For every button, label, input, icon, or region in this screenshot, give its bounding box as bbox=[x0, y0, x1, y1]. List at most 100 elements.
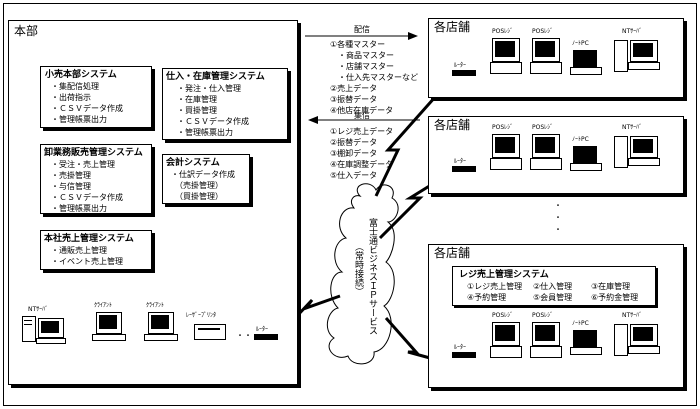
kouri-system-title: 小売本部システム bbox=[45, 70, 117, 80]
haishin-item: ・商品マスター bbox=[338, 51, 394, 60]
regi-item: ④予約管理 bbox=[467, 293, 507, 302]
haishin-item: ③振替データ bbox=[330, 95, 378, 104]
oroshi-item: ・受注・売上管理 bbox=[51, 160, 115, 169]
honbu-nt-server-label: NTｻｰﾊﾞ bbox=[28, 306, 49, 313]
server-tower-icon bbox=[22, 316, 36, 342]
store-2-pos-1-label: POSﾚｼﾞ bbox=[492, 124, 514, 131]
kouri-system-box: 小売本部システム ・集配信処理 ・出荷指示 ・ＣＳＶデータ作成 ・管理帳票出力 bbox=[40, 66, 152, 128]
shushin-item: ①レジ売上データ bbox=[330, 127, 394, 136]
store-2-nt-server: NTｻｰﾊﾞ bbox=[614, 124, 664, 174]
kaikei-item: （売掛管理） bbox=[175, 181, 223, 190]
shushin-item: ②振替データ bbox=[330, 138, 378, 147]
shiire-system-title: 仕入・在庫管理システム bbox=[166, 72, 265, 82]
store-3-nt-server: NTｻｰﾊﾞ bbox=[614, 312, 664, 360]
router-icon bbox=[254, 334, 278, 340]
regi-item: ①レジ売上管理 bbox=[467, 282, 523, 291]
server-tower-icon bbox=[614, 40, 628, 72]
network-line1: 富士通ビジネスＩＰサービス bbox=[367, 218, 377, 335]
oroshi-system-title: 卸業務販売管理システム bbox=[44, 148, 143, 158]
honbu-client-2-label: ｸﾗｲｱﾝﾄ bbox=[146, 302, 165, 309]
shiire-item: ・在庫管理 bbox=[177, 95, 217, 104]
shiire-item: ・発注・仕入管理 bbox=[177, 84, 241, 93]
honbu-router: ﾙｰﾀｰ bbox=[254, 326, 280, 342]
store-3-router: ﾙｰﾀｰ bbox=[452, 344, 480, 360]
haishin-item: ・仕入先マスターなど bbox=[338, 73, 418, 82]
honsha-system-title: 本社売上管理システム bbox=[44, 234, 134, 244]
regi-item: ⑤会員管理 bbox=[533, 293, 573, 302]
store-1-nt-label: NTｻｰﾊﾞ bbox=[622, 28, 643, 35]
shiire-system-box: 仕入・在庫管理システム ・発注・仕入管理 ・在庫管理 ・買掛管理 ・ＣＳＶデータ… bbox=[162, 68, 288, 140]
network-cloud bbox=[326, 183, 399, 365]
laptop-icon bbox=[573, 330, 597, 348]
store-1-pos-2-label: POSﾚｼﾞ bbox=[532, 28, 554, 35]
kouri-item: ・ＣＳＶデータ作成 bbox=[51, 104, 123, 113]
router-icon bbox=[452, 352, 476, 358]
printer-icon bbox=[194, 324, 226, 340]
shushin-list: ①レジ売上データ ②振替データ ③棚卸データ ④在庫調整データ ⑤仕入データ bbox=[330, 126, 393, 181]
router-icon bbox=[452, 166, 476, 172]
shushin-title: 集信 bbox=[354, 111, 370, 120]
store-1-router: ﾙｰﾀｰ bbox=[452, 62, 480, 78]
store-vdots: ・ ・ ・ bbox=[554, 201, 562, 234]
network-label: 富士通ビジネスＩＰサービス （常時接続） bbox=[340, 218, 390, 350]
store-2-notepc: ﾉｰﾄPC bbox=[570, 136, 602, 174]
shushin-item: ⑤仕入データ bbox=[330, 171, 378, 180]
store-3-pos-2-label: POSﾚｼﾞ bbox=[532, 312, 554, 319]
laser-printer-label: ﾚｰｻﾞｰﾌﾟﾘﾝﾀ bbox=[186, 312, 217, 319]
outer-frame bbox=[3, 3, 697, 406]
store-3-pos-1-label: POSﾚｼﾞ bbox=[492, 312, 514, 319]
honbu-client-1: ｸﾗｲｱﾝﾄ bbox=[92, 302, 132, 344]
store-2-pos-2: POSﾚｼﾞ bbox=[530, 124, 564, 174]
store-3-pos-1: POSﾚｼﾞ bbox=[490, 312, 524, 360]
store-2-notepc-label: ﾉｰﾄPC bbox=[572, 136, 589, 143]
haishin-list: ①各種マスター ・商品マスター ・店舗マスター ・仕入先マスターなど ②売上デー… bbox=[330, 39, 418, 116]
honbu-title: 本部 bbox=[14, 24, 39, 38]
regi-item: ③在庫管理 bbox=[591, 282, 631, 291]
laptop-icon bbox=[573, 50, 597, 68]
store-1-pos-1: POSﾚｼﾞ bbox=[490, 28, 524, 78]
haishin-item: ④他店在庫データ bbox=[330, 106, 394, 115]
store-2-pos-1: POSﾚｼﾞ bbox=[490, 124, 524, 174]
honbu-laser-printer: ﾚｰｻﾞｰﾌﾟﾘﾝﾀ bbox=[186, 312, 236, 344]
kouri-item: ・管理帳票出力 bbox=[51, 115, 107, 124]
store-1-title: 各店舗 bbox=[434, 20, 471, 34]
store-1-router-label: ﾙｰﾀｰ bbox=[454, 62, 467, 69]
kaikei-system-title: 会計システム bbox=[166, 158, 220, 168]
store-3-router-label: ﾙｰﾀｰ bbox=[454, 344, 467, 351]
shushin-item: ④在庫調整データ bbox=[330, 160, 394, 169]
server-tower-icon bbox=[614, 324, 628, 356]
oroshi-item: ・管理帳票出力 bbox=[51, 204, 107, 213]
oroshi-item: ・ＣＳＶデータ作成 bbox=[51, 193, 123, 202]
shiire-item: ・ＣＳＶデータ作成 bbox=[177, 117, 249, 126]
store-2-title: 各店舗 bbox=[434, 118, 471, 132]
regi-item: ②仕入管理 bbox=[533, 282, 573, 291]
store-1-notepc-label: ﾉｰﾄPC bbox=[572, 40, 589, 47]
honsha-item: ・イベント売上管理 bbox=[51, 257, 123, 266]
oroshi-item: ・売掛管理 bbox=[51, 171, 91, 180]
shiire-item: ・管理帳票出力 bbox=[177, 128, 233, 137]
store-1-nt-server: NTｻｰﾊﾞ bbox=[614, 28, 664, 78]
store-1-notepc: ﾉｰﾄPC bbox=[570, 40, 602, 78]
kaikei-item: ・仕訳データ作成 bbox=[171, 170, 235, 179]
store-2-pos-2-label: POSﾚｼﾞ bbox=[532, 124, 554, 131]
honbu-client-2: ｸﾗｲｱﾝﾄ bbox=[144, 302, 184, 344]
honbu-router-label: ﾙｰﾀｰ bbox=[256, 326, 269, 333]
regi-system-title: レジ売上管理システム bbox=[459, 270, 549, 280]
haishin-item: ・店舗マスター bbox=[338, 62, 394, 71]
store-3-title: 各店舗 bbox=[434, 246, 471, 260]
network-line2: （常時接続） bbox=[353, 242, 363, 296]
honbu-client-1-label: ｸﾗｲｱﾝﾄ bbox=[94, 302, 113, 309]
server-tower-icon bbox=[614, 136, 628, 168]
kaikei-item: （買掛管理） bbox=[175, 192, 223, 201]
store-2-router: ﾙｰﾀｰ bbox=[452, 158, 480, 174]
store-1-pos-1-label: POSﾚｼﾞ bbox=[492, 28, 514, 35]
haishin-item: ①各種マスター bbox=[330, 40, 386, 49]
honsha-item: ・通販売上管理 bbox=[51, 246, 107, 255]
router-icon bbox=[452, 70, 476, 76]
oroshi-system-box: 卸業務販売管理システム ・受注・売上管理 ・売掛管理 ・与信管理 ・ＣＳＶデータ… bbox=[40, 144, 152, 214]
regi-item: ⑥予約金管理 bbox=[591, 293, 639, 302]
store-3-notepc-label: ﾉｰﾄPC bbox=[572, 320, 589, 327]
kaikei-system-box: 会計システム ・仕訳データ作成 （売掛管理） （買掛管理） bbox=[162, 154, 250, 204]
shushin-item: ③棚卸データ bbox=[330, 149, 378, 158]
oroshi-item: ・与信管理 bbox=[51, 182, 91, 191]
